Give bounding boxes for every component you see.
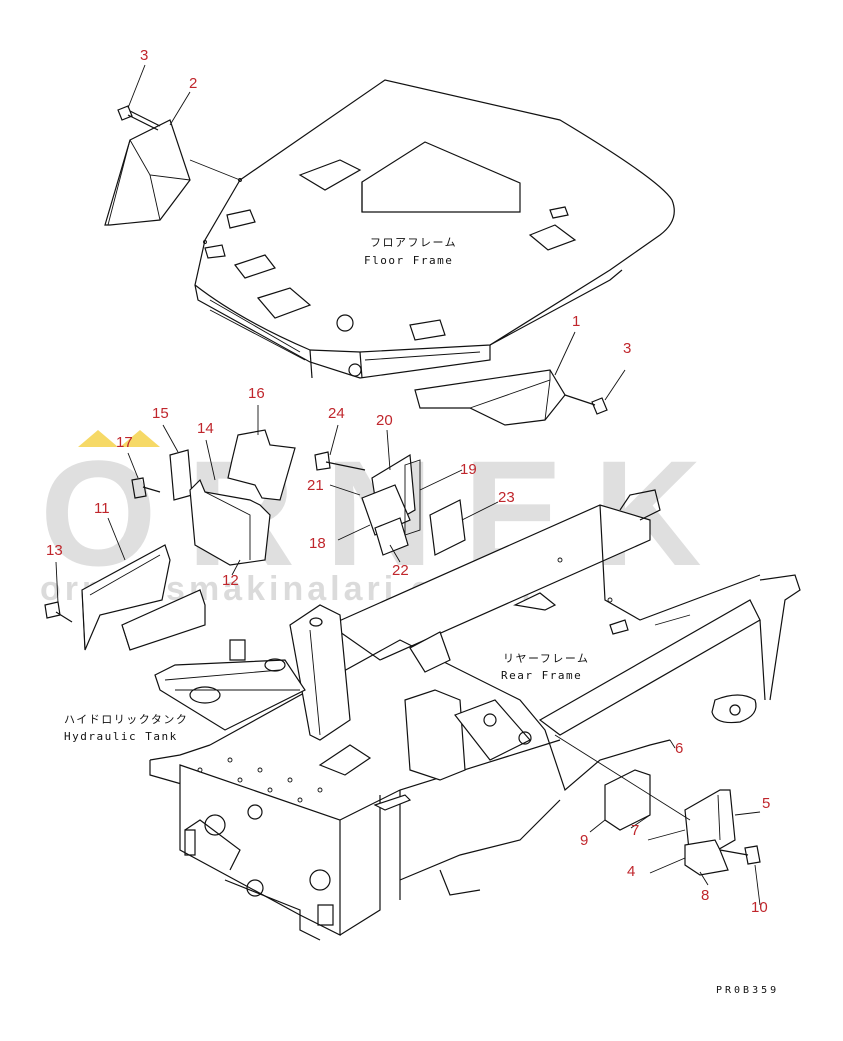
part-8-plate (684, 839, 729, 876)
hydraulic-tank (154, 639, 306, 731)
callout-8: 8 (701, 887, 709, 904)
callout-3-upper: 3 (140, 47, 148, 64)
callout-15: 15 (152, 405, 169, 422)
rear-frame (149, 489, 801, 941)
bolt-3-right (564, 394, 608, 415)
drawing-code: PR0B359 (716, 985, 779, 996)
callout-17: 17 (116, 434, 133, 451)
callout-21: 21 (307, 477, 324, 494)
callout-16: 16 (248, 385, 265, 402)
callout-24: 24 (328, 405, 345, 422)
callout-11: 11 (94, 500, 110, 517)
part-19-plate (404, 459, 421, 536)
callout-6: 6 (675, 740, 683, 757)
callout-3-right: 3 (623, 340, 631, 357)
callout-20: 20 (376, 412, 393, 429)
callout-14: 14 (197, 420, 214, 437)
part-22-pad (374, 517, 409, 556)
callouts: 3 2 1 3 16 15 14 17 11 12 13 24 20 19 21… (46, 47, 770, 916)
bolt-24 (314, 451, 366, 471)
hydraulic-tank-label-jp: ハイドロリックタンク (64, 713, 188, 726)
part-2-bracket (104, 119, 191, 226)
callout-19: 19 (460, 461, 477, 478)
part-9-pad (604, 769, 651, 831)
part-16-pad (227, 429, 296, 501)
part-23-pad (429, 499, 466, 556)
bolt-17 (131, 477, 161, 499)
part-14-bracket (189, 478, 271, 566)
watermark-accent-left (78, 430, 118, 447)
assembly-labels: フロアフレーム Floor Frame リヤーフレーム Rear Frame ハ… (64, 236, 590, 743)
callout-1: 1 (572, 313, 580, 330)
callout-13: 13 (46, 542, 63, 559)
callout-12: 12 (222, 572, 239, 589)
part-11-plate (81, 544, 171, 651)
leader-6-assembly (554, 734, 691, 821)
floor-frame-label-en: Floor Frame (364, 254, 453, 267)
part-under-11 (121, 589, 206, 651)
bolt-3-upper (117, 105, 161, 131)
callout-2: 2 (189, 75, 197, 92)
leader-2-to-floor (189, 159, 241, 181)
callout-10: 10 (751, 899, 768, 916)
callout-4: 4 (627, 863, 635, 880)
hydraulic-tank-label-en: Hydraulic Tank (64, 730, 178, 743)
leader-lines (55, 64, 761, 906)
callout-23: 23 (498, 489, 515, 506)
bolt-10 (719, 845, 761, 865)
part-15-pad (169, 449, 193, 501)
floor-frame (194, 79, 675, 379)
bolt-13 (44, 601, 73, 623)
watermark-accent-right (120, 430, 160, 447)
callout-7: 7 (631, 822, 639, 839)
rear-frame-label-jp: リヤーフレーム (503, 652, 590, 665)
callout-18: 18 (309, 535, 326, 552)
callout-5: 5 (762, 795, 770, 812)
callout-9: 9 (580, 832, 588, 849)
callout-22: 22 (392, 562, 409, 579)
part-1-bracket (414, 369, 566, 426)
floor-frame-label-jp: フロアフレーム (370, 236, 457, 249)
rear-frame-label-en: Rear Frame (501, 669, 582, 682)
